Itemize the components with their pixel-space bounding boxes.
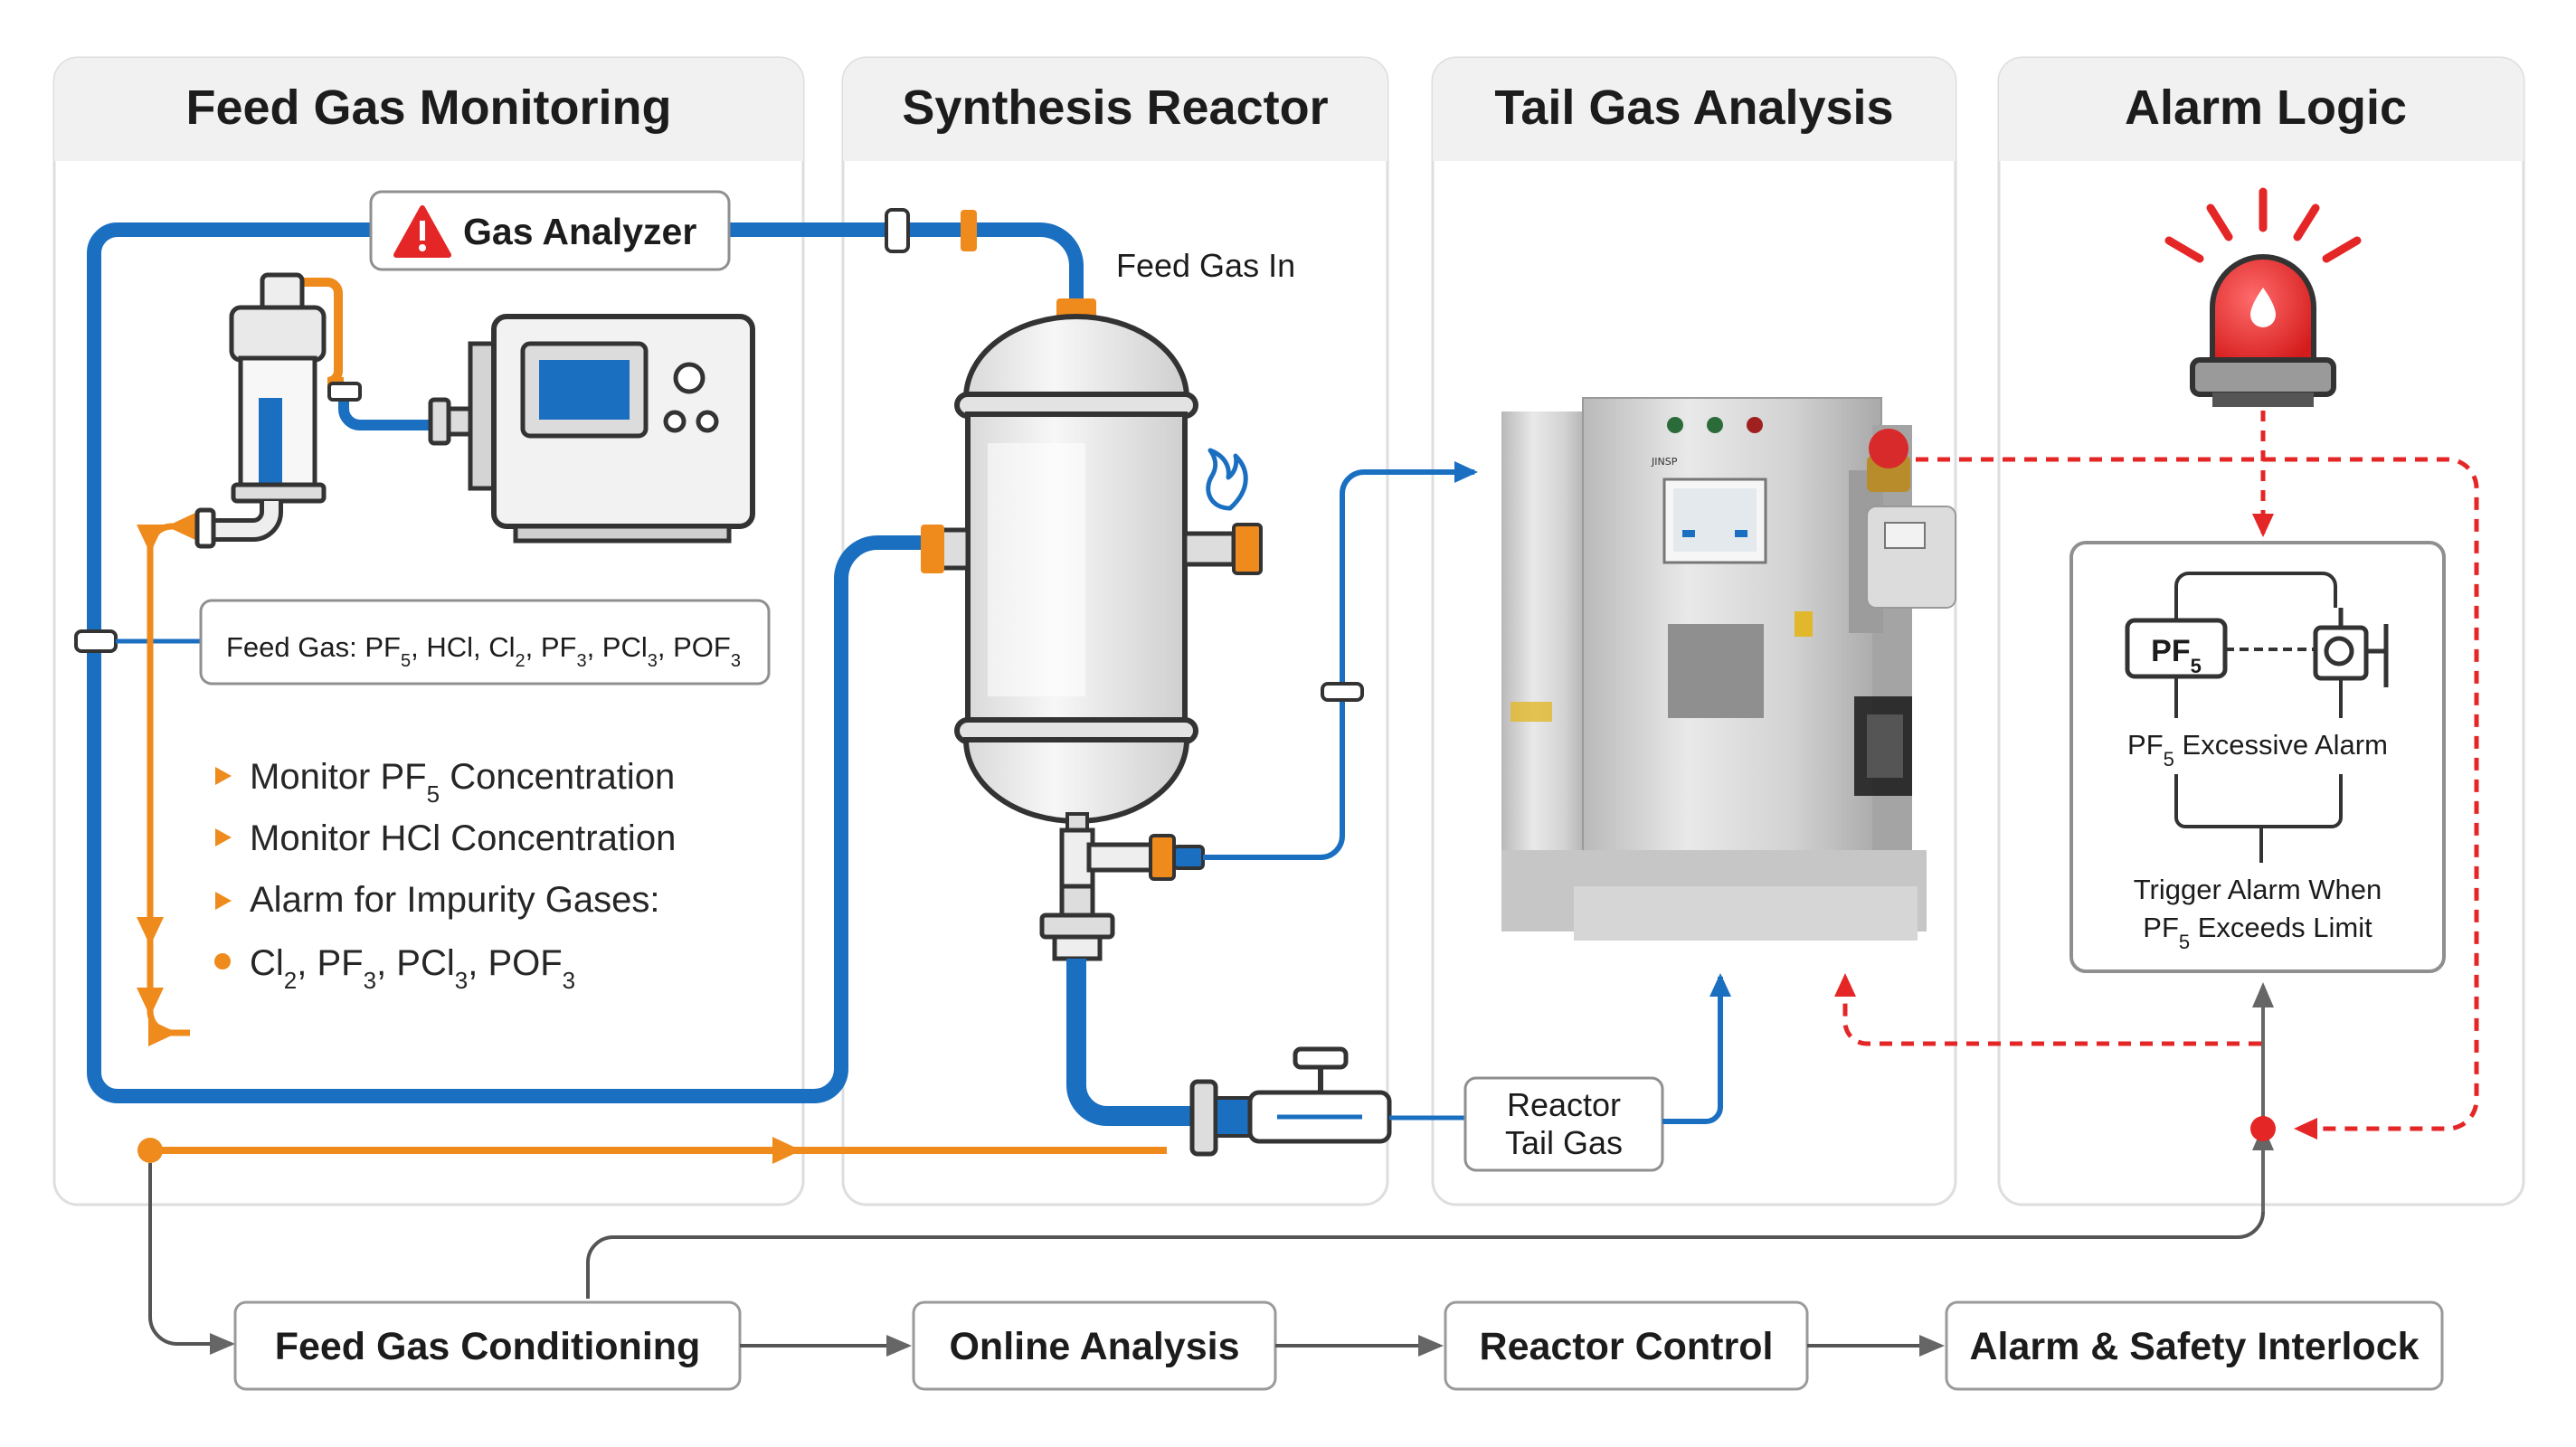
filter-column-icon [194, 272, 327, 549]
reactor-tail-gas-label: Reactor Tail Gas [1463, 1076, 1664, 1172]
tail-gas-up-arrow [1662, 973, 1731, 1124]
trigger-alarm-line2: PF5 Exceeds Limit [2143, 912, 2372, 953]
gas-analyzer-instrument [468, 314, 755, 544]
warning-triangle-icon [393, 205, 451, 258]
knob [673, 362, 706, 394]
gas-analyzer-label: Gas Analyzer [369, 190, 731, 271]
reactor-to-tail-pipe [1203, 461, 1478, 860]
gas-analyzer-text: Gas Analyzer [463, 211, 696, 252]
reactor-vessel [921, 298, 1263, 961]
process-step-label: Alarm & Safety Interlock [1969, 1325, 2419, 1368]
feed-blue-pipe-top [721, 222, 1084, 306]
reactor-bottom-pipe [1066, 959, 1203, 1126]
bullet-marker-icon [215, 767, 232, 785]
feed-gas-in-label: Feed Gas In [1116, 247, 1295, 284]
reactor-tail-gas-line1: Reactor [1507, 1086, 1621, 1123]
bullet-marker-icon [215, 828, 232, 846]
bullet-alarm-impurity: Alarm for Impurity Gases: [250, 880, 659, 920]
bullet-marker-icon [215, 892, 232, 910]
process-step-label: Reactor Control [1480, 1325, 1774, 1368]
feed-gas-composition-text: Feed Gas: PF5, HCl, Cl2, PF3, PCl3, POF3 [226, 631, 741, 671]
process-step-feed-gas-conditioning: Feed Gas Conditioning [233, 1300, 742, 1391]
bullet-monitor-hcl: Monitor HCl Concentration [250, 818, 676, 858]
trigger-alarm-line1: Trigger Alarm When [2134, 874, 2382, 905]
orange-junction-dot [137, 1138, 163, 1163]
red-dashed-signal-loop [1916, 457, 2479, 1140]
feed-gas-composition-label: Feed Gas: PF5, HCl, Cl2, PF3, PCl3, POF3 [199, 599, 771, 686]
red-dashed-feedback [1834, 973, 2261, 1046]
pipe-fitting [885, 208, 910, 253]
pf5-box-text: PF5 [2151, 634, 2202, 677]
panel-title-alarm-logic: Alarm Logic [2125, 80, 2407, 135]
valve-icon [1247, 1046, 1392, 1144]
process-step-label: Online Analysis [949, 1325, 1239, 1368]
process-step-alarm-safety-interlock: Alarm & Safety Interlock [1945, 1300, 2444, 1391]
bullet-monitor-pf5: Monitor PF5 Concentration [250, 757, 675, 808]
reactor-tail-gas-line2: Tail Gas [1505, 1124, 1623, 1161]
feed-orange-line [280, 278, 344, 386]
feed-orange-return [136, 512, 201, 1046]
alarm-logic-box: PF5 PF5 Excessive Alarm Trigger Alarm Wh… [2069, 541, 2446, 973]
flame-icon [1206, 448, 1248, 511]
pf5-excessive-alarm-text: PF5 Excessive Alarm [2127, 729, 2388, 771]
pipe-fitting [74, 629, 118, 653]
panel-title-feed-gas-monitoring: Feed Gas Monitoring [185, 80, 671, 135]
bullet-impurity-list: Cl2, PF3, PCl3, POF3 [250, 943, 575, 994]
process-step-online-analysis: Online Analysis [912, 1300, 1277, 1391]
panel-title-tail-gas-analysis: Tail Gas Analysis [1494, 80, 1893, 135]
process-step-reactor-control: Reactor Control [1444, 1300, 1809, 1391]
alarm-beacon-icon [2164, 187, 2362, 407]
panel-title-synthesis-reactor: Synthesis Reactor [902, 80, 1328, 135]
process-step-label: Feed Gas Conditioning [275, 1325, 701, 1368]
feed-blue-pipe-loop [87, 222, 939, 1103]
pipe-fitting-orange [961, 210, 977, 251]
bullet-list: Monitor PF5 Concentration Monitor HCl Co… [214, 757, 676, 994]
bullet-dot-icon [214, 953, 231, 969]
pipe-fitting [1321, 682, 1364, 702]
red-junction-dot [2250, 1116, 2276, 1141]
svg-text:JINSP: JINSP [1651, 456, 1678, 468]
tail-gas-analyzer-cabinet: JINSP [1501, 397, 1956, 941]
